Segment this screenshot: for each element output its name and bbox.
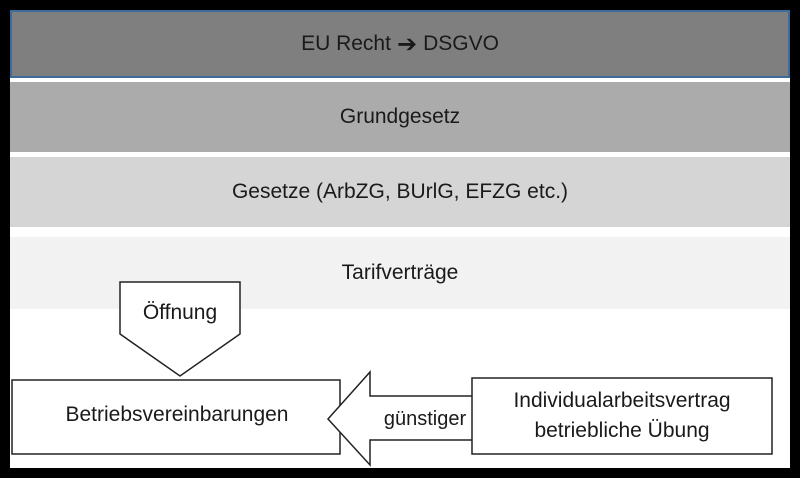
individualarbeitsvertrag-label: Individualarbeitsvertrag [513, 389, 731, 412]
oeffnung-label: Öffnung [142, 301, 218, 324]
betriebliche-uebung-label: betriebliche Übung [534, 419, 710, 442]
gesetze-label: Gesetze (ArbZG, BUrlG, EFZG etc.) [231, 180, 569, 203]
right-arrow-icon: ➔ [396, 30, 418, 58]
individualarbeitsvertrag-text: Individualarbeitsvertrag betriebliche Üb… [472, 380, 772, 452]
individualarbeitsvertrag-box [471, 377, 773, 455]
eu-recht-label: EU Recht [301, 32, 391, 55]
diagram-frame: EU Recht ➔ DSGVO Grundgesetz Gesetze (Ar… [10, 10, 790, 468]
layer-eu-recht: EU Recht ➔ DSGVO [10, 10, 790, 78]
diagram-shapes [11, 281, 773, 467]
grundgesetz-label: Grundgesetz [339, 105, 461, 128]
dsgvo-label: DSGVO [423, 32, 499, 55]
layer-grundgesetz: Grundgesetz [10, 82, 790, 152]
betriebsvereinbarungen-box [11, 379, 341, 455]
guenstiger-label: günstiger [383, 407, 467, 430]
betriebsvereinbarungen-label: Betriebsvereinbarungen [65, 403, 289, 426]
layer-gesetze: Gesetze (ArbZG, BUrlG, EFZG etc.) [10, 157, 790, 227]
oeffnung-arrow-shape [119, 281, 241, 377]
tarifvertraege-label: Tarifverträge [341, 261, 459, 284]
